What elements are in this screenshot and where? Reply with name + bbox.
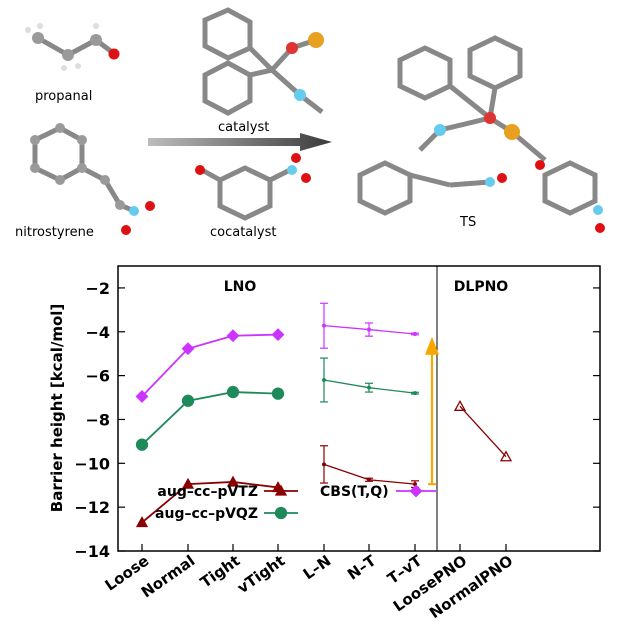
point-tz (135, 516, 149, 528)
plot-marks: aug–cc–pVTZ aug–cc–pVQZ CBS(T,Q) (135, 302, 513, 528)
plot-frame (117, 265, 601, 552)
extrap-point-tz (367, 477, 371, 482)
dlpno-line-tz (459, 405, 507, 458)
point-cbs (226, 329, 240, 343)
legend-marker (409, 484, 423, 498)
extrap-point-cbs (413, 331, 417, 336)
y-tick-label: −4 (85, 323, 110, 342)
y-axis-label: Barrier height [kcal/mol] (48, 304, 66, 512)
point-qz (271, 387, 285, 400)
propanal-label: propanal (35, 89, 92, 104)
extrap-point-qz (367, 385, 371, 390)
transition-state-molecule (357, 35, 605, 233)
point-qz (135, 438, 149, 451)
extrap-point-tz (322, 462, 326, 467)
reaction-arrow (148, 133, 332, 151)
legend-marker (274, 506, 288, 520)
cocatalyst-label: cocatalyst (210, 225, 276, 240)
y-tick-label: −10 (74, 454, 110, 473)
catalyst-label: catalyst (218, 120, 269, 135)
y-tick-label: −14 (74, 542, 110, 561)
point-cbs (135, 390, 149, 403)
propanal-molecule (25, 23, 120, 71)
point-tz (181, 477, 195, 489)
y-tick-label: −12 (74, 498, 110, 517)
x-tick-label: L–N (300, 552, 335, 584)
dlpno-point-tz (453, 399, 467, 411)
legend-marker (274, 484, 288, 496)
cocatalyst-molecule (195, 153, 311, 221)
point-qz (226, 385, 240, 399)
line-cbs (141, 333, 279, 398)
line-tz (141, 481, 279, 524)
point-tz (226, 475, 240, 487)
point-cbs (181, 342, 195, 356)
nitrostyrene-molecule (30, 123, 155, 235)
extrap-point-qz (413, 391, 417, 396)
range-arrow-head (425, 336, 439, 355)
y-tick-label: −6 (85, 367, 110, 386)
x-tick-label: vTight (234, 552, 288, 598)
extrap-point-cbs (367, 327, 371, 332)
panel-label-dlpno: DLPNO (454, 279, 509, 295)
ts-label: TS (459, 215, 476, 230)
legend-label: aug–cc–pVQZ (155, 506, 258, 522)
legend-label: aug–cc–pVTZ (157, 484, 258, 500)
point-qz (181, 394, 195, 407)
extrap-point-cbs (322, 323, 326, 328)
x-tick-label: N–T (344, 551, 380, 584)
catalyst-molecule (202, 7, 324, 116)
line-qz (141, 391, 279, 446)
panel-label-lno: LNO (224, 279, 257, 295)
point-cbs (271, 328, 285, 342)
nitrostyrene-label: nitrostyrene (15, 225, 94, 240)
legend-label: CBS(T,Q) (320, 484, 389, 500)
y-tick-label: −8 (85, 410, 110, 429)
extrap-point-qz (322, 378, 326, 382)
dlpno-point-tz (499, 450, 513, 462)
reaction-scheme: propanal nitrostyrene catalyst (15, 7, 605, 240)
y-tick-label: −2 (85, 279, 110, 298)
